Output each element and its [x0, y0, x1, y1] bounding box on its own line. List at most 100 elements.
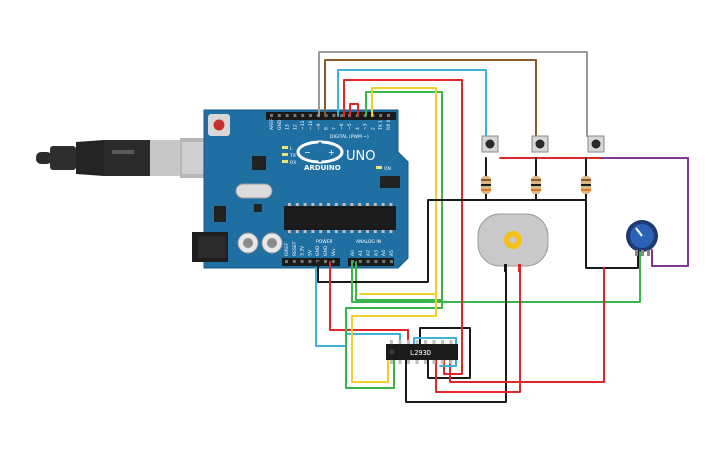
wire-red-short	[349, 103, 359, 117]
l293d-pin	[424, 340, 427, 344]
digital-pin-label: RX 0	[386, 119, 392, 130]
arduino-uno-board[interactable]: − + ARDUINO UNO DIGITAL (PWM ~) POWER AN…	[192, 109, 409, 269]
analog-pin[interactable]	[358, 260, 362, 263]
digital-pin[interactable]	[293, 114, 297, 117]
l-led	[282, 146, 288, 149]
wire-green-analog	[351, 251, 641, 303]
power-pin-label: Vin	[331, 249, 337, 256]
power-pin-label: 3.3V	[300, 245, 306, 256]
l293d-pin	[415, 360, 419, 364]
chip-pin	[327, 230, 330, 233]
l293d-pin	[407, 340, 410, 344]
digital-header-label: DIGITAL (PWM ~)	[330, 134, 369, 140]
digital-pin-label: ~10	[308, 120, 314, 130]
digital-pin[interactable]	[387, 114, 390, 117]
l293d-pin	[390, 340, 393, 344]
analog-pin[interactable]	[390, 260, 393, 263]
digital-pin-label: AREF	[269, 118, 275, 130]
digital-pin[interactable]	[379, 114, 383, 117]
wire-red-5v	[329, 261, 409, 345]
icsp-header	[380, 176, 400, 188]
digital-pin-label: 12	[292, 124, 298, 130]
tx-led-label: TX	[289, 153, 296, 159]
power-pin[interactable]	[324, 260, 327, 263]
chip-pin	[303, 230, 307, 233]
chip-pin	[342, 230, 346, 233]
arduino-model-label: UNO	[346, 149, 375, 164]
digital-pin-label: ~9	[316, 123, 322, 130]
on-led-label: ON	[384, 166, 391, 172]
push-button-3[interactable]	[587, 135, 605, 153]
analog-pin-label: A3	[373, 250, 379, 256]
chip-pin	[358, 230, 362, 233]
digital-pin[interactable]	[301, 114, 305, 117]
power-pin-label: IOREF	[284, 242, 290, 256]
l293d-motor-driver[interactable]: L293D	[386, 340, 458, 364]
digital-pin[interactable]	[285, 114, 289, 117]
arduino-logo-icon: − +	[296, 140, 344, 164]
analog-pin[interactable]	[366, 260, 370, 263]
digital-pin[interactable]	[277, 114, 281, 117]
wire-black-gnd	[317, 199, 639, 283]
wire-cyan	[337, 69, 487, 137]
resistor-1	[481, 176, 491, 194]
analog-pin-label: A4	[381, 250, 387, 256]
analog-pin-header[interactable]	[348, 258, 394, 266]
analog-pin-label: A0	[350, 250, 356, 256]
power-pin[interactable]	[331, 260, 335, 263]
arduino-brand-label: ARDUINO	[304, 164, 341, 172]
analog-pin[interactable]	[382, 260, 386, 263]
wire-red-digital	[343, 79, 463, 283]
chip-pin	[342, 203, 346, 206]
tx-led	[282, 153, 288, 156]
on-led	[376, 166, 382, 169]
chip-pin	[366, 203, 369, 206]
wire-black-l293d-1	[419, 327, 471, 379]
chip-pin	[311, 203, 315, 206]
l293d-pin	[441, 340, 444, 344]
digital-pin[interactable]	[270, 114, 273, 117]
power-pin[interactable]	[308, 260, 312, 263]
digital-pin-header[interactable]	[266, 112, 396, 120]
chip-pin	[288, 203, 291, 206]
power-pin-label: RESET	[292, 241, 298, 256]
digital-pin[interactable]	[332, 114, 336, 117]
chip-pin	[381, 230, 385, 233]
power-pin[interactable]	[300, 260, 304, 263]
analog-pin-label: A2	[366, 250, 372, 256]
rx-led-label: RX	[290, 160, 296, 166]
push-button-2[interactable]	[531, 135, 549, 153]
chip-pin	[295, 203, 299, 206]
push-button-1[interactable]	[481, 135, 499, 153]
analog-pin[interactable]	[374, 260, 378, 263]
chip-pin	[334, 230, 338, 233]
chip-pin	[319, 230, 323, 233]
usb-cable	[36, 138, 226, 178]
digital-pin[interactable]	[324, 114, 328, 117]
l293d-pin	[424, 360, 427, 364]
chip-pin	[319, 203, 323, 206]
wire-black-motor	[405, 269, 507, 403]
chip-pin	[334, 203, 338, 206]
svg-text:+: +	[328, 148, 335, 157]
digital-pin[interactable]	[340, 114, 344, 117]
digital-pin[interactable]	[309, 114, 312, 117]
digital-pin-label: 8	[324, 127, 330, 130]
chip-pin	[303, 203, 307, 206]
potentiometer[interactable]	[626, 220, 658, 256]
digital-pin-label: ~6	[339, 123, 345, 130]
wire-yellow-loop	[351, 293, 437, 383]
l293d-pin	[432, 340, 436, 344]
analog-pin-label: A1	[358, 250, 364, 256]
analog-pin-label: A5	[389, 250, 395, 256]
digital-pin-label: ~5	[347, 123, 353, 130]
chip-pin	[350, 230, 354, 233]
dc-motor[interactable]	[477, 213, 549, 272]
power-pin[interactable]	[285, 260, 288, 263]
wire-grey	[318, 51, 588, 137]
power-pin-label: GND	[323, 245, 329, 256]
digital-pin-label: GND	[277, 119, 283, 130]
power-pin[interactable]	[292, 260, 296, 263]
power-header-label: POWER	[316, 239, 333, 245]
wire-red-right	[449, 267, 605, 383]
